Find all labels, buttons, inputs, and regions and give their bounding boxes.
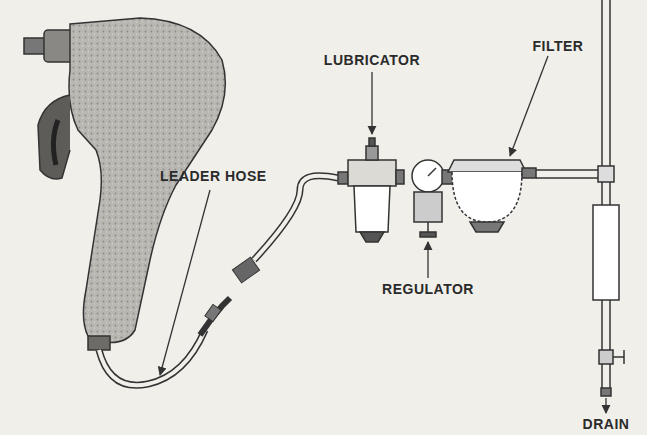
air-line (536, 0, 624, 396)
leader-hose (99, 298, 230, 385)
part-label: DRAIN (583, 416, 630, 432)
moisture-trap (593, 205, 619, 300)
impact-wrench (24, 18, 225, 350)
anvil (24, 38, 46, 54)
drain-valve (599, 350, 613, 364)
part-label: LEADER HOSE (160, 168, 267, 184)
part-label: FILTER (533, 38, 584, 54)
trigger (38, 95, 70, 179)
regulator (396, 160, 454, 237)
air-hose (232, 176, 338, 283)
leader-lines (160, 56, 606, 413)
part-label: LUBRICATOR (324, 52, 420, 68)
lubricator (338, 138, 396, 242)
part-label: REGULATOR (382, 281, 474, 297)
filter (448, 160, 536, 232)
